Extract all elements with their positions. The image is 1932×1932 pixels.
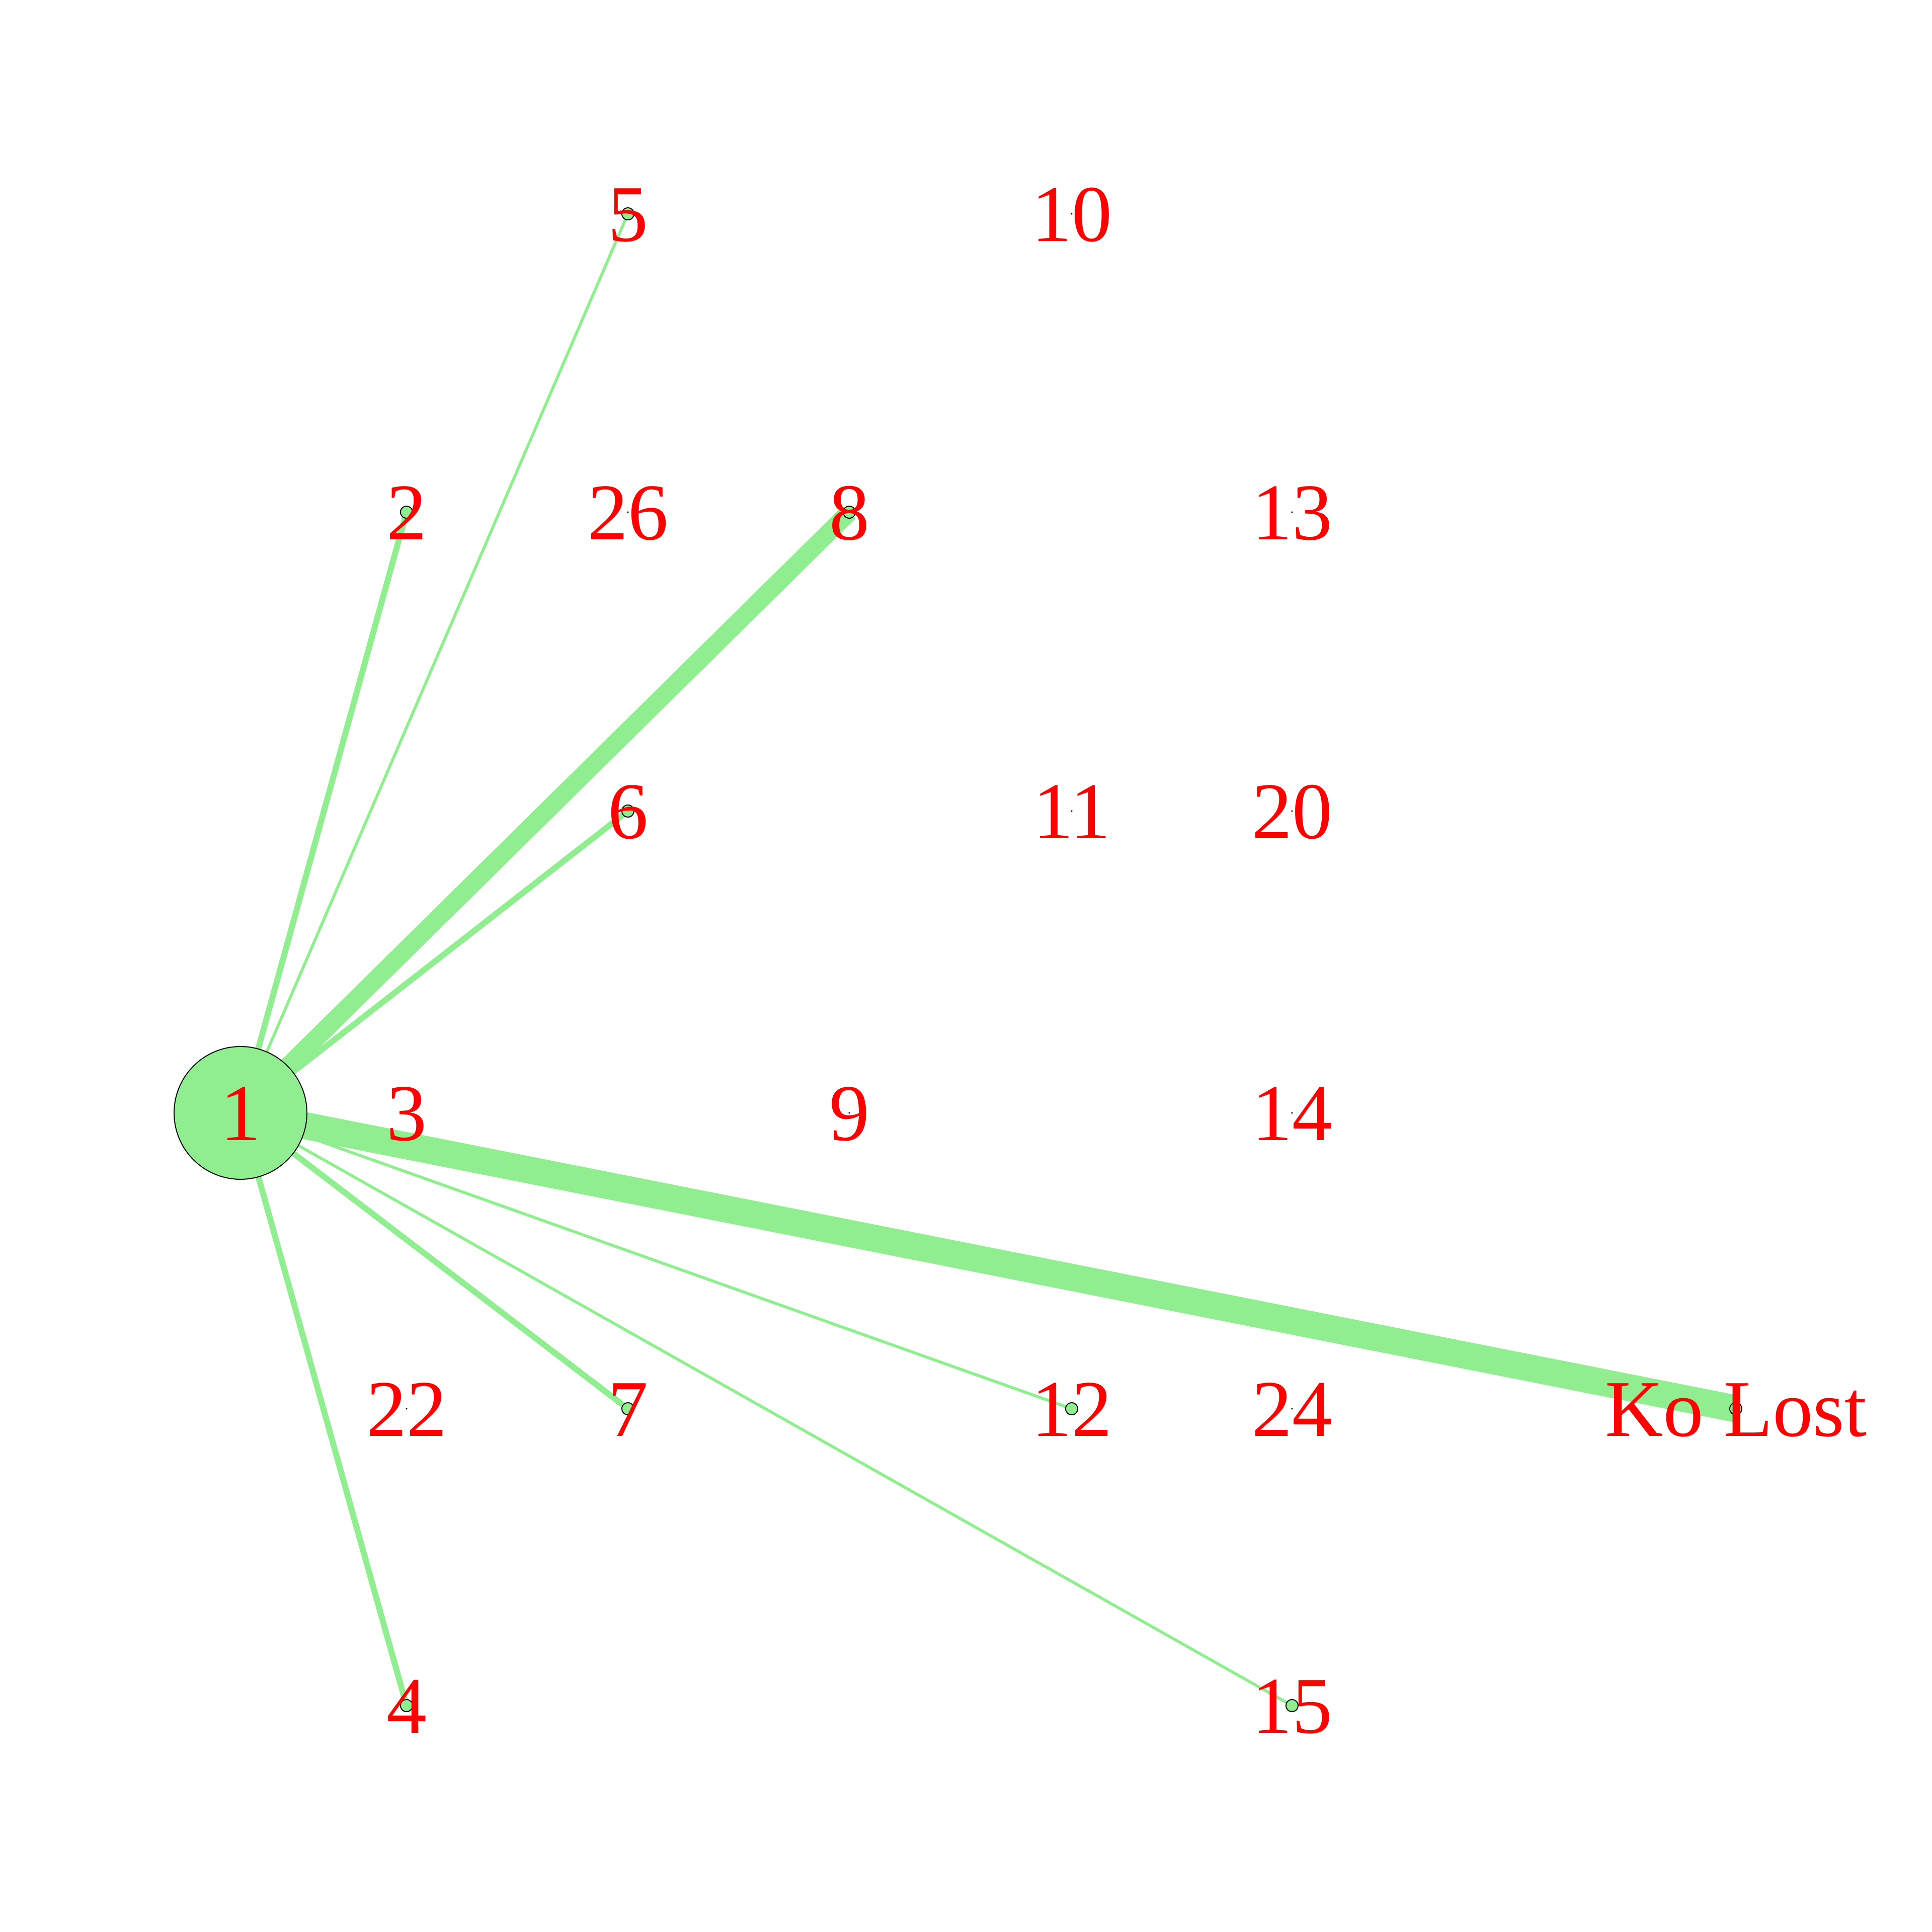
edge-1-7 <box>238 1110 630 1411</box>
edge-1-8 <box>234 506 856 1119</box>
node-layer <box>174 207 1742 1712</box>
node-label-26: 26 <box>588 467 668 557</box>
node-2 <box>400 506 413 519</box>
node-10 <box>1071 213 1073 215</box>
node-label-9: 9 <box>829 1068 869 1158</box>
node-label-11: 11 <box>1033 766 1110 856</box>
node-label-24: 24 <box>1252 1364 1332 1454</box>
node-label-7: 7 <box>608 1364 648 1454</box>
edge-1-5 <box>239 213 629 1114</box>
node-20 <box>1291 810 1293 812</box>
edge-1-2 <box>237 511 410 1114</box>
edge-layer <box>234 213 1739 1707</box>
node-label-8: 8 <box>829 467 869 557</box>
node-13 <box>1291 511 1293 513</box>
node-4 <box>400 1699 413 1712</box>
node-7 <box>621 1402 634 1415</box>
node-1 <box>174 1046 307 1180</box>
node-8 <box>843 506 856 519</box>
node-6 <box>621 804 634 818</box>
node-label-1: 1 <box>220 1068 261 1158</box>
node-label-13: 13 <box>1252 467 1332 557</box>
edge-1-6 <box>238 809 630 1115</box>
node-label-14: 14 <box>1252 1068 1332 1158</box>
node-14 <box>1291 1112 1293 1114</box>
node-label-20: 20 <box>1252 766 1332 856</box>
node-label-12: 12 <box>1031 1364 1112 1454</box>
node-label-22: 22 <box>366 1364 447 1454</box>
node-label-6: 6 <box>608 766 648 856</box>
node-label-2: 2 <box>386 467 427 557</box>
node-15 <box>1285 1699 1299 1712</box>
node-24 <box>1291 1408 1293 1410</box>
node-label-4: 4 <box>386 1661 427 1750</box>
node-9 <box>848 1112 850 1114</box>
node-label-10: 10 <box>1031 169 1112 259</box>
node-12 <box>1065 1402 1078 1415</box>
node-label-15: 15 <box>1252 1661 1332 1750</box>
node-22 <box>406 1408 408 1410</box>
node-3 <box>406 1112 408 1114</box>
node-label-5: 5 <box>608 169 648 259</box>
node-26 <box>627 511 629 513</box>
node-5 <box>621 207 634 220</box>
edge-1-ko-lost <box>237 1099 1739 1422</box>
node-label-ko-lost: Ko Lost <box>1605 1364 1867 1454</box>
node-11 <box>1071 810 1073 812</box>
edge-1-12 <box>239 1111 1073 1410</box>
node-label-3: 3 <box>386 1068 427 1158</box>
edge-1-15 <box>239 1111 1293 1707</box>
edge-1-4 <box>237 1112 410 1707</box>
node-ko-lost <box>1729 1402 1742 1415</box>
